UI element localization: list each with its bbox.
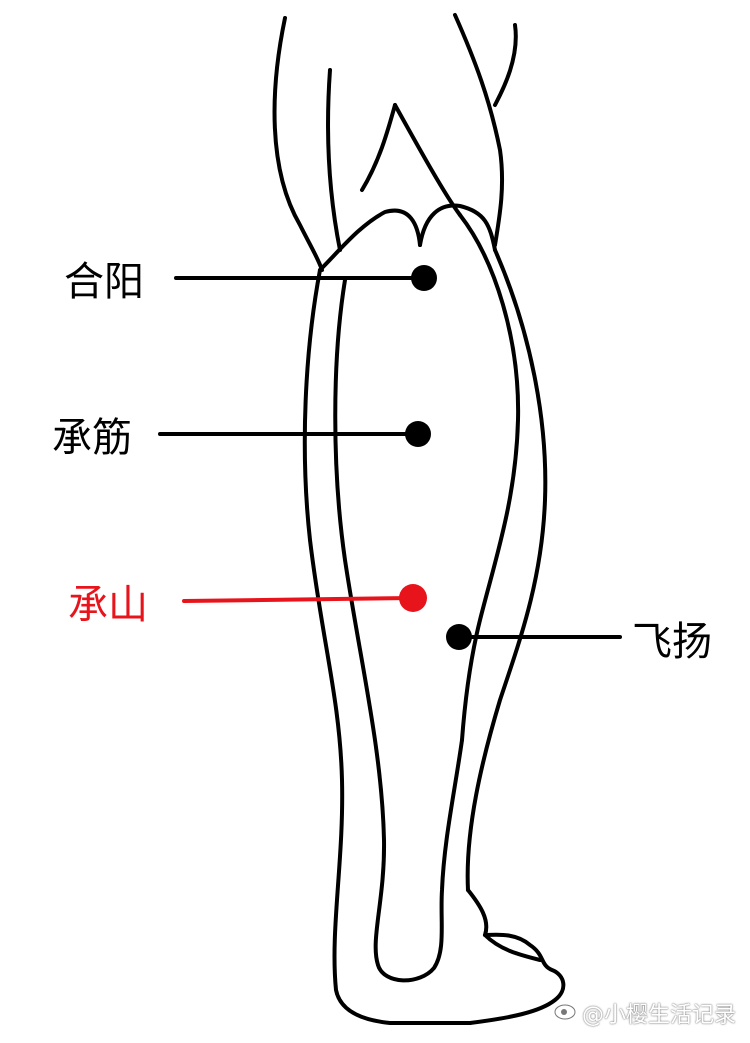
chengshan-point (399, 584, 427, 612)
chengshan-pointer-line (182, 596, 414, 603)
calf-muscle-left (333, 278, 464, 983)
chengjin-point (405, 421, 431, 447)
calf-outer-right (465, 248, 548, 892)
thigh-far-right (493, 23, 518, 107)
calf-outer-left (302, 268, 472, 1025)
feiyang-point (446, 624, 472, 650)
knee-left-head (318, 208, 422, 272)
hamstring-line-2 (360, 103, 397, 192)
feiyang-label: 飞扬 (632, 619, 712, 665)
calf-inner-right (458, 213, 521, 742)
watermark-text: @小樱生活记录 (581, 1003, 736, 1028)
hamstring-line (393, 103, 462, 217)
thigh-left-outline (272, 16, 324, 272)
heel-outline (466, 888, 566, 1025)
knee-right-head (418, 203, 497, 252)
heyang-point (411, 265, 437, 291)
thigh-inner-left (326, 68, 342, 252)
weibo-icon (554, 1000, 578, 1026)
heyang-label: 合阳 (64, 259, 144, 305)
heel-crease (483, 933, 542, 962)
thigh-right-outline (453, 13, 505, 247)
chengjin-label: 承筋 (52, 415, 132, 461)
chengshan-label: 承山 (68, 582, 148, 628)
watermark: @小樱生活记录 (554, 997, 736, 1029)
